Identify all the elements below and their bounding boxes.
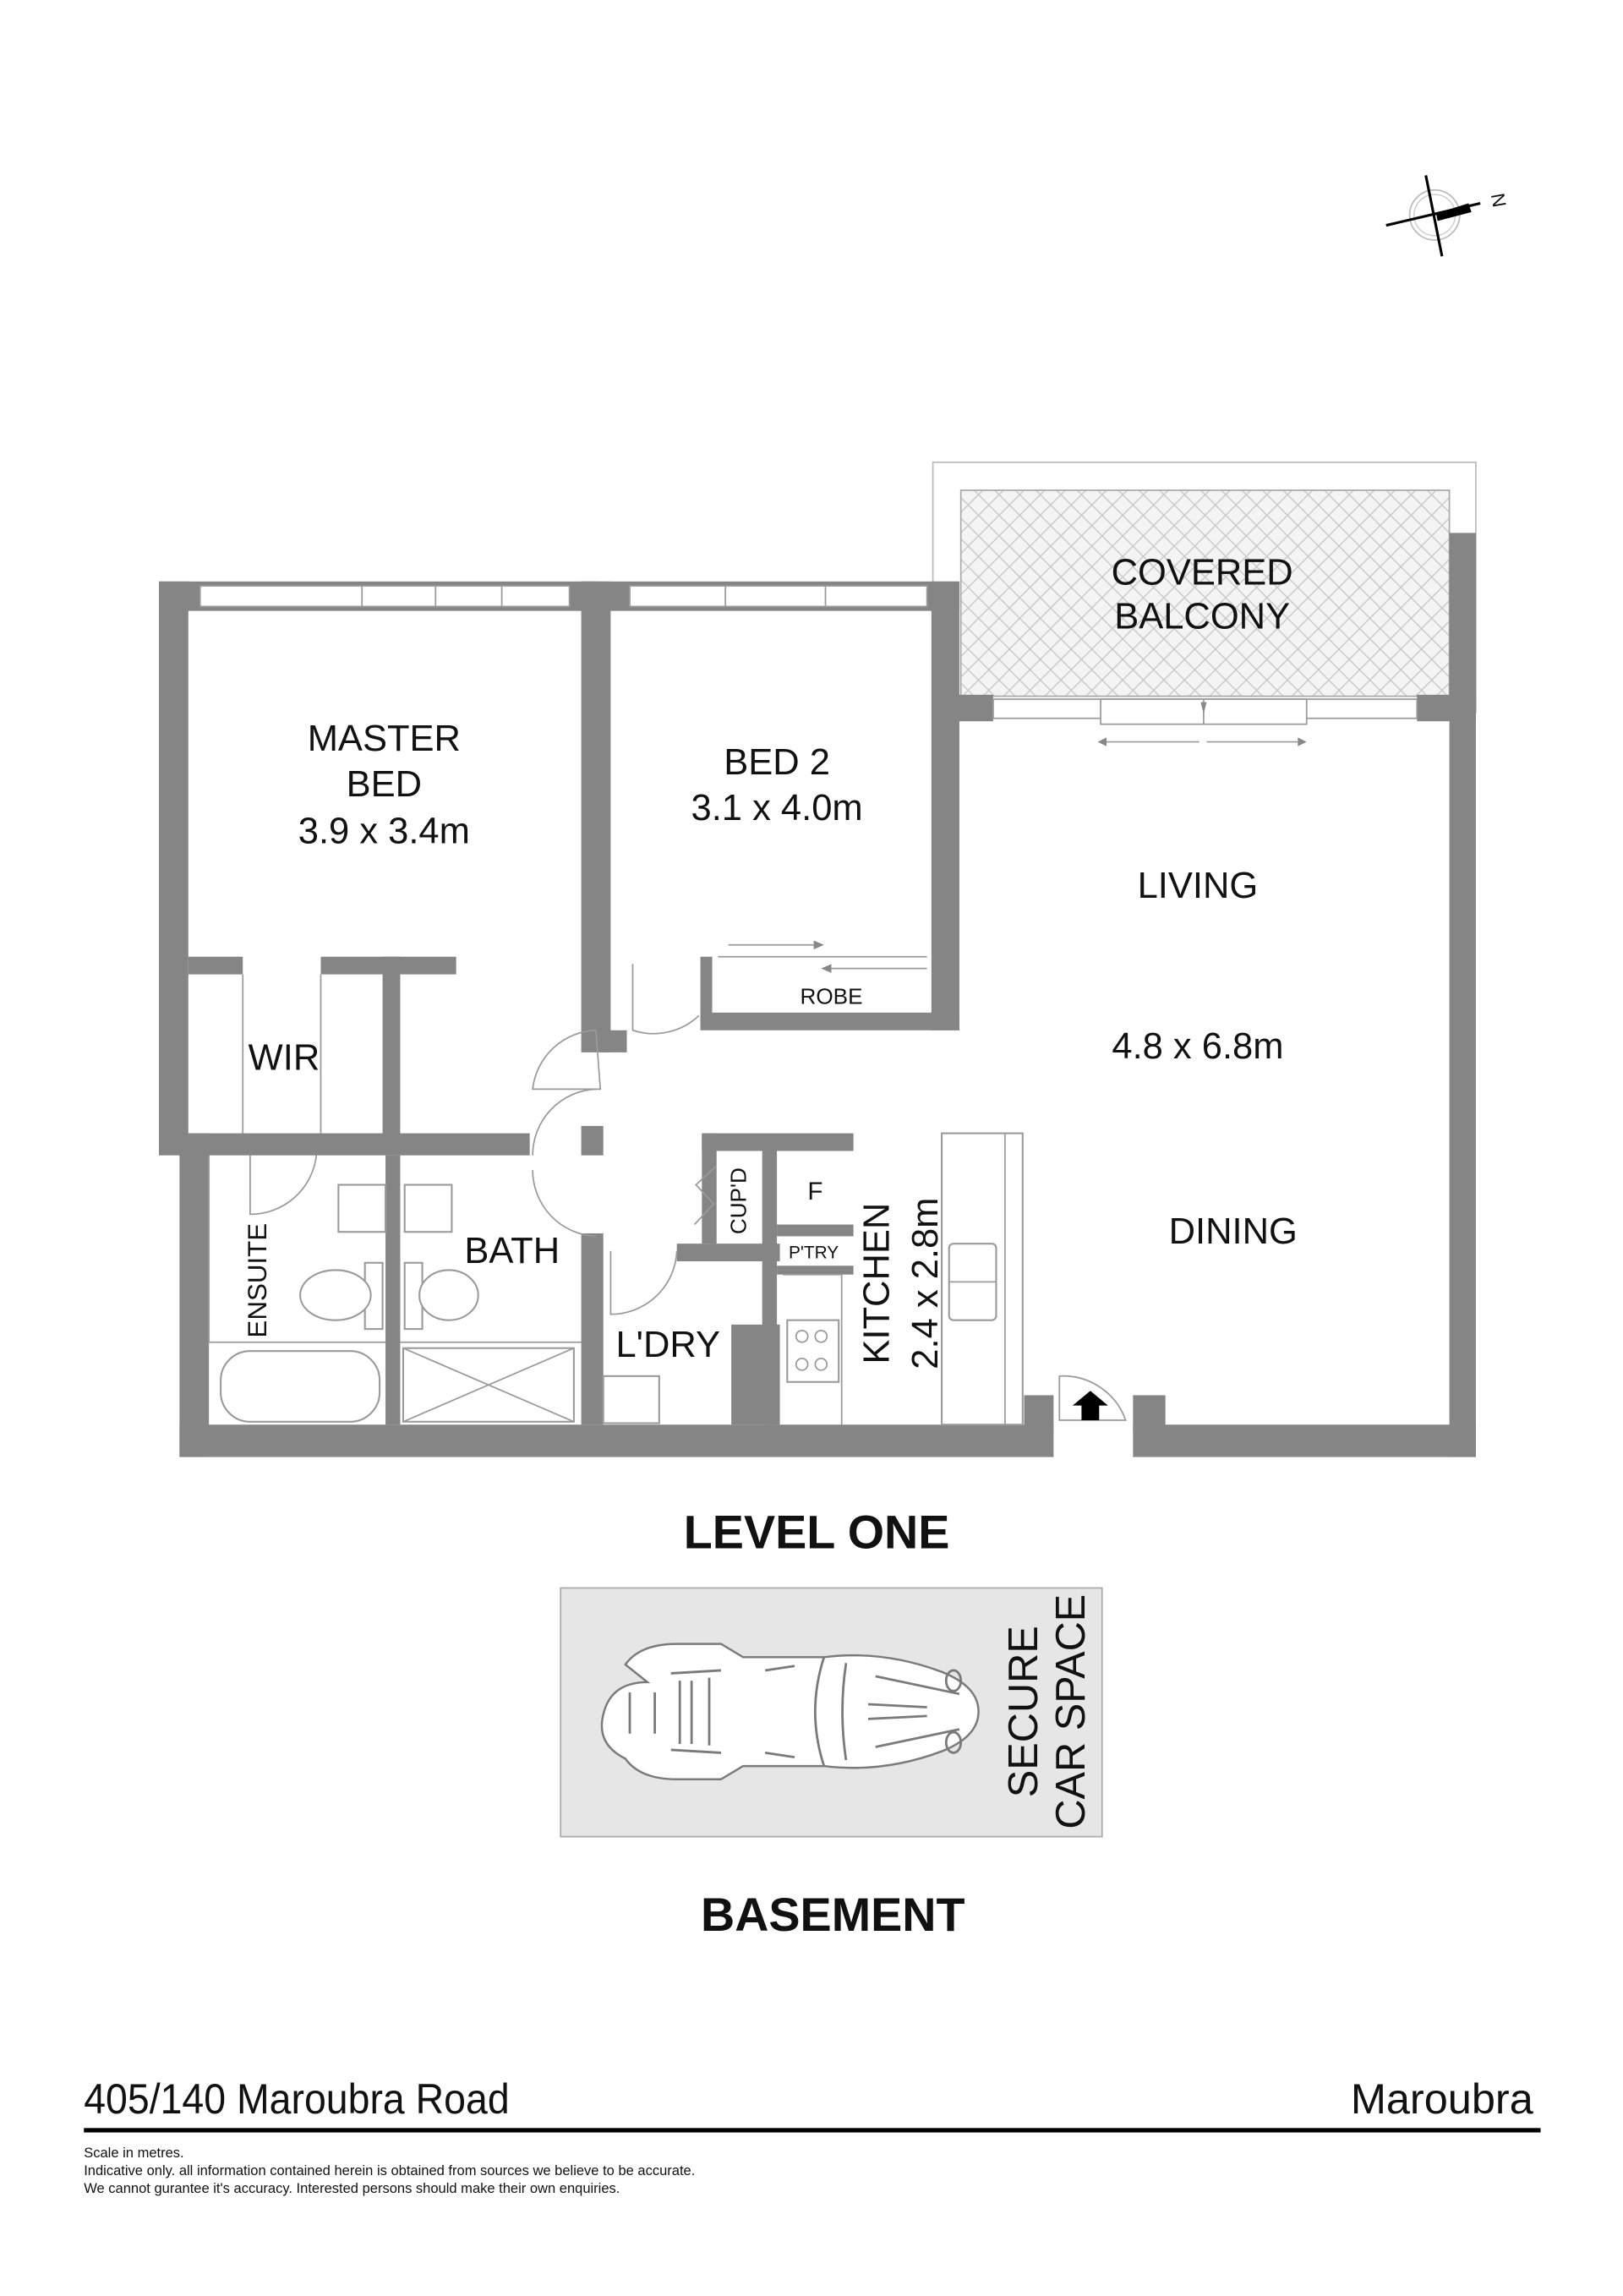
bed2-size: 3.1 x 4.0m <box>691 788 863 828</box>
ensuite-label: ENSUITE <box>243 1223 272 1338</box>
north-compass-icon: N <box>1385 175 1510 257</box>
basement-title: BASEMENT <box>701 1889 965 1941</box>
room-labels: MASTER BED 3.9 x 3.4m BED 2 3.1 x 4.0m C… <box>243 552 1298 1369</box>
balcony-label: COVERED <box>1112 552 1293 593</box>
master-bed-label-2: BED <box>347 764 422 805</box>
kitchen-label: KITCHEN <box>856 1203 897 1364</box>
disclaimer-line-1: Scale in metres. <box>84 2145 183 2161</box>
address: 405/140 Maroubra Road <box>84 2075 509 2123</box>
master-bed-size: 3.9 x 3.4m <box>298 812 470 852</box>
bed2-label: BED 2 <box>724 742 830 783</box>
secure-car-space: SECURE CAR SPACE <box>560 1587 1103 1838</box>
laundry-label: L'DRY <box>615 1325 720 1365</box>
suburb: Maroubra <box>1351 2075 1534 2123</box>
wir-label: WIR <box>249 1038 320 1079</box>
level-one-title: LEVEL ONE <box>684 1506 950 1558</box>
pantry-label: P'TRY <box>789 1244 839 1263</box>
kitchen-size: 2.4 x 2.8m <box>905 1198 946 1369</box>
master-bed-label: MASTER <box>308 719 461 759</box>
living-size: 4.8 x 6.8m <box>1112 1026 1283 1067</box>
car-space-label: SECURE <box>1001 1626 1046 1797</box>
entry-arrow-icon <box>1072 1391 1108 1421</box>
footer-divider <box>84 2128 1541 2133</box>
disclaimer-line-2: Indicative only. all information contain… <box>84 2162 695 2178</box>
living-label: LIVING <box>1138 866 1259 906</box>
car-space-label-2: CAR SPACE <box>1048 1594 1094 1829</box>
windows <box>199 585 1418 746</box>
dining-label: DINING <box>1169 1211 1298 1252</box>
compass-north-label: N <box>1487 192 1510 209</box>
cupboard-label: CUP'D <box>726 1167 751 1234</box>
fridge-label: F <box>807 1178 822 1205</box>
bath-label: BATH <box>464 1231 560 1271</box>
fixtures <box>208 940 1127 1426</box>
balcony-label-2: BALCONY <box>1114 597 1290 637</box>
robe-label: ROBE <box>800 983 862 1009</box>
disclaimer-line-3: We cannot gurantee it's accuracy. Intere… <box>84 2180 620 2196</box>
car-icon <box>600 1643 980 1780</box>
